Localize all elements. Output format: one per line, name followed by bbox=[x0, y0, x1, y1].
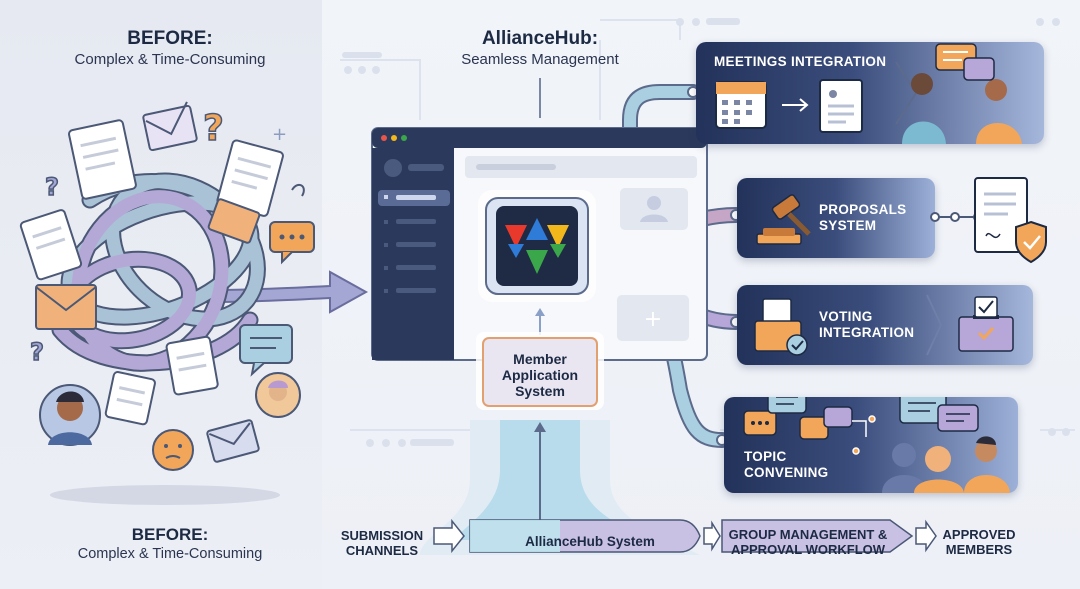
people-discussing-illustration bbox=[902, 43, 1022, 144]
document-icon bbox=[165, 335, 219, 396]
signed-document-icon bbox=[974, 177, 1028, 253]
chat-bubble-icon bbox=[823, 406, 853, 428]
flow-arrow-icon bbox=[915, 519, 937, 553]
meetings-illustration bbox=[715, 43, 1022, 144]
before-bottom-subtitle: Complex & Time-Consuming bbox=[77, 546, 263, 562]
svg-text:+: + bbox=[644, 307, 662, 332]
alliancehub-system-label: AllianceHub System bbox=[525, 534, 655, 549]
svg-text:+: + bbox=[272, 124, 287, 145]
shield-check-icon bbox=[1015, 220, 1047, 264]
envelope-icon bbox=[35, 284, 97, 330]
document-icon bbox=[68, 119, 137, 200]
chat-bubble-icon bbox=[937, 404, 979, 432]
arrow-right-icon bbox=[782, 98, 809, 112]
proposals-system-label: PROPOSALS SYSTEM bbox=[819, 202, 907, 233]
document-icon bbox=[104, 371, 156, 426]
voting-integration-label: VOTING INTEGRATION bbox=[819, 309, 915, 340]
voting-integration-card: VOTING INTEGRATION bbox=[737, 285, 1033, 365]
before-bottom-title: BEFORE: bbox=[131, 525, 209, 544]
proposals-system-card: PROPOSALS SYSTEM bbox=[737, 178, 935, 258]
chat-bubble-icon bbox=[799, 416, 829, 440]
calendar-icon bbox=[715, 81, 767, 129]
voting-illustration bbox=[754, 294, 1014, 356]
worried-person-avatar bbox=[39, 384, 101, 446]
chat-bubble-icon bbox=[269, 221, 315, 265]
ballot-box-icon bbox=[958, 296, 1014, 352]
topic-convening-label: TOPIC CONVENING bbox=[744, 449, 829, 480]
before-title: BEFORE: bbox=[127, 28, 213, 49]
envelope-icon bbox=[142, 101, 198, 152]
gavel-illustration bbox=[756, 194, 811, 245]
question-mark-icon: ? bbox=[203, 108, 224, 149]
document-icon bbox=[216, 139, 284, 217]
hub-subtitle: Seamless Management bbox=[461, 51, 619, 68]
flow-arrow-icon bbox=[703, 520, 721, 552]
flow-arrow-icon bbox=[433, 518, 465, 554]
meetings-integration-label: MEETINGS INTEGRATION bbox=[714, 54, 887, 69]
alliancehub-logo bbox=[478, 190, 596, 302]
approved-members-label: APPROVED MEMBERS bbox=[942, 527, 1016, 557]
question-mark-icon: ? bbox=[45, 173, 59, 201]
submission-channels-label: SUBMISSION CHANNELS bbox=[340, 528, 424, 558]
envelope-icon bbox=[207, 198, 261, 244]
envelope-icon bbox=[206, 419, 260, 463]
hub-title: AllianceHub: bbox=[481, 28, 599, 49]
document-icon bbox=[19, 209, 83, 281]
topic-convening-card: TOPIC CONVENING bbox=[724, 397, 1018, 493]
chat-bubble-icon bbox=[239, 324, 293, 377]
confused-face-avatar bbox=[152, 429, 194, 471]
topic-convening-illustration bbox=[743, 397, 1010, 493]
meetings-integration-card: MEETINGS INTEGRATION bbox=[696, 42, 1044, 144]
document-check-icon bbox=[754, 298, 808, 356]
member-application-label: Member Application System bbox=[501, 351, 579, 399]
question-mark-icon: ? bbox=[30, 338, 44, 366]
worried-person-avatar bbox=[255, 372, 301, 418]
chat-bubble-icon bbox=[743, 410, 777, 436]
chat-bubble-icon bbox=[767, 397, 807, 414]
member-application-box bbox=[482, 337, 598, 407]
gavel-icon bbox=[756, 194, 811, 245]
group-of-people-illustration bbox=[882, 436, 1010, 493]
before-subtitle: Complex & Time-Consuming bbox=[74, 51, 266, 68]
group-management-label: GROUP MANAGEMENT & APPROVAL WORKFLOW bbox=[728, 527, 888, 557]
document-icon bbox=[819, 79, 863, 133]
